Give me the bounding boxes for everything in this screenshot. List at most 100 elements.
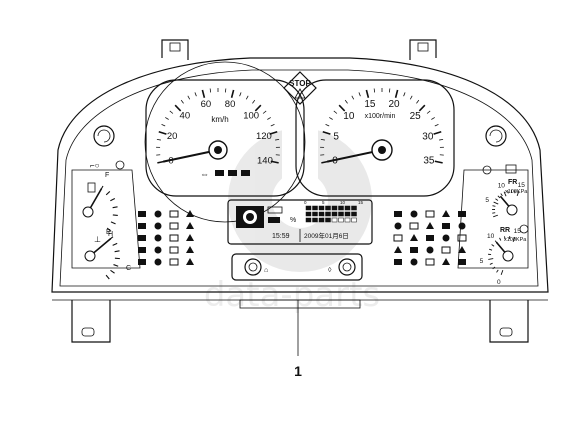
airbag-icon — [410, 234, 418, 241]
tachometer-tick — [416, 100, 418, 103]
pto-icon — [426, 211, 434, 217]
tachometer-tick-label: 35 — [423, 155, 435, 166]
tachometer-tick-label: 25 — [410, 111, 422, 122]
fuel-gauge-tick — [110, 199, 114, 201]
lowbeam-icon — [410, 247, 418, 253]
tail-lamp-icon — [155, 247, 162, 254]
speedometer-tick — [252, 100, 254, 103]
air-pressure-front-tick — [508, 190, 509, 193]
stop-warning-lamp: STOP — [284, 72, 316, 104]
filter-icon — [458, 211, 466, 217]
fuel-water-icon — [443, 235, 450, 242]
tachometer-tick-label: 5 — [333, 131, 339, 142]
air-pressure-rear-hub — [503, 251, 513, 261]
speedometer-tick — [165, 117, 168, 119]
air-pressure-rear-tick-label: 15 — [514, 228, 522, 235]
speedometer-tick — [225, 89, 226, 93]
turn-left-icon — [395, 223, 402, 230]
air-pressure-rear-unit: x100KPa — [504, 237, 527, 243]
speedometer-tick — [157, 139, 161, 140]
air-pressure-front-tick — [493, 215, 498, 217]
wiper-icon — [155, 223, 162, 230]
left-warning-lamp-grid — [138, 210, 194, 266]
air-pressure-rear-tick — [505, 236, 506, 239]
hazard-icon — [426, 222, 434, 229]
air-pressure-front-tick-label: 15 — [518, 182, 526, 189]
tachometer-tick — [427, 111, 430, 114]
mounting-tab-top-left — [162, 40, 188, 60]
door-icon — [186, 246, 194, 253]
tachometer-tick — [326, 124, 330, 126]
lcd-bar-segment — [326, 218, 331, 222]
air-pressure-rear-tick — [489, 249, 492, 250]
temp-gauge-hub — [85, 251, 95, 261]
alternator-icon — [116, 161, 124, 169]
lcd-bar-segment — [345, 206, 350, 210]
tachometer-tick — [345, 100, 347, 103]
tire-icon — [442, 210, 450, 217]
lcd-bar-segment — [332, 212, 337, 216]
temp-gauge-tick — [110, 270, 114, 273]
right-knob-button[interactable] — [339, 259, 355, 275]
tachometer-tick — [352, 96, 354, 99]
engine-check-icon — [186, 234, 194, 241]
tachometer-tick — [404, 92, 405, 96]
battery-icon — [506, 165, 516, 173]
fuel-gauge-hub — [83, 207, 93, 217]
lcd-bar-segment — [306, 206, 311, 210]
tachometer-unit: x100r/min — [365, 113, 396, 120]
washer-icon: ⌐○ — [90, 161, 100, 170]
tachometer-tick — [366, 90, 368, 98]
fuel-gauge-tick — [113, 215, 118, 216]
fuel-gauge-tick — [113, 207, 118, 208]
lcd-bar-segment — [339, 218, 344, 222]
turn-signal-icon: ⇔ — [200, 169, 209, 179]
air-pressure-front-unit: x100KPa — [505, 189, 528, 195]
lcd-bar-scale-label: 15 — [358, 200, 364, 205]
speedometer-tick — [188, 96, 190, 99]
coolant-icon — [426, 235, 434, 241]
temp-cold-label: C — [126, 265, 131, 272]
tachometer-tick-label: 10 — [343, 111, 355, 122]
speedometer-tick-label: 120 — [256, 131, 272, 142]
lcd-percent-label: % — [290, 217, 296, 224]
turn-right-icon — [410, 223, 418, 229]
lcd-bar-scale-label: 10 — [340, 200, 346, 205]
lcd-bar-segment — [313, 206, 318, 210]
air-pressure-rear-tick — [501, 270, 503, 275]
trip-reset-button-left[interactable] — [94, 126, 114, 146]
battery-charge-icon — [138, 211, 146, 217]
fuel-gauge: F E — [83, 172, 118, 236]
tachometer-tick — [434, 132, 442, 134]
tachometer-tick — [329, 117, 332, 119]
left-knob-button[interactable] — [245, 259, 261, 275]
diff-lock-icon — [411, 259, 418, 266]
lcd-bar-segment — [313, 212, 318, 216]
tachometer-tick — [334, 111, 337, 114]
tachometer-tick-label: 30 — [422, 131, 434, 142]
fog-lamp-icon — [186, 210, 194, 217]
speedometer-tick — [202, 90, 204, 98]
lcd-bar-segment — [352, 206, 357, 210]
lcd-bar-segment — [332, 218, 337, 222]
lcd-bar-segment — [352, 212, 357, 216]
speedometer-tick — [159, 132, 167, 134]
air-pressure-front-tick — [494, 202, 499, 204]
wading-icon — [170, 259, 178, 265]
air-pressure-front-tick-label: 5 — [485, 197, 489, 204]
tachometer-tick — [435, 161, 443, 163]
pto-icon — [426, 259, 434, 265]
lcd-bar-segment — [319, 206, 324, 210]
speedometer-tick — [195, 92, 196, 96]
trip-reset-button-right[interactable] — [486, 126, 506, 146]
lcd-date: 2009年01月6日 — [304, 231, 349, 240]
diff-lock-icon — [411, 211, 418, 218]
speedometer-tick-label: 80 — [225, 99, 236, 110]
cruise-icon — [442, 223, 450, 229]
left-gauge-panel: ⌐○ F E ⊥ H C — [72, 161, 140, 279]
speedometer-tick-label: 40 — [180, 111, 191, 122]
fan-icon — [155, 259, 162, 266]
temp-gauge-tick — [106, 275, 109, 279]
steering-icon — [459, 223, 466, 230]
